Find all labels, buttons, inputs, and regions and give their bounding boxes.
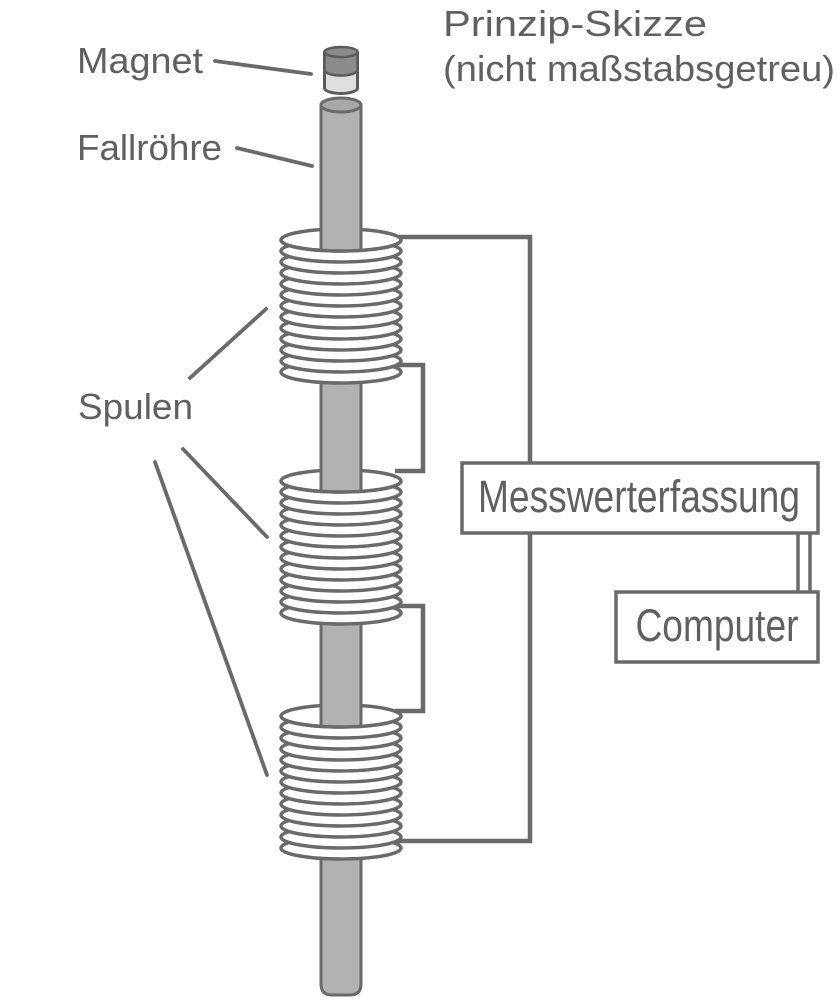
coils-label: Spulen bbox=[78, 386, 193, 427]
fall-tube-leader-line bbox=[235, 146, 314, 168]
magnet-top-half bbox=[323, 50, 359, 77]
fall-tube-top-cap bbox=[319, 96, 363, 114]
title-line-2: (nicht maßstabsgetreu) bbox=[443, 48, 835, 89]
computer-box bbox=[614, 590, 820, 664]
coil-2 bbox=[279, 468, 403, 626]
magnet-top-cap bbox=[323, 45, 359, 59]
fall-tube-label: Fallröhre bbox=[77, 127, 222, 168]
coil-3-tube-overlap bbox=[279, 702, 403, 729]
coils-leader-line-3 bbox=[153, 460, 269, 777]
coil-1-tube-overlap bbox=[279, 226, 403, 253]
coils-leader-line-1 bbox=[188, 307, 268, 380]
title-line-1: Prinzip-Skizze bbox=[443, 3, 707, 44]
magnet-shape bbox=[323, 45, 359, 95]
wire-coil2-to-coil3 bbox=[395, 603, 426, 714]
daq-box-label: Messwerterfassung bbox=[478, 471, 800, 522]
wire-coil1-to-coil2 bbox=[395, 362, 426, 474]
magnet-label: Magnet bbox=[77, 40, 203, 81]
coils-leader-line-2 bbox=[181, 447, 269, 539]
coil-2-tube-overlap bbox=[279, 467, 403, 494]
wire-coil1-top-to-daq-bus bbox=[395, 234, 533, 844]
computer-box-label: Computer bbox=[636, 600, 799, 651]
daq-box bbox=[460, 461, 820, 535]
magnet-leader-line bbox=[213, 59, 313, 76]
